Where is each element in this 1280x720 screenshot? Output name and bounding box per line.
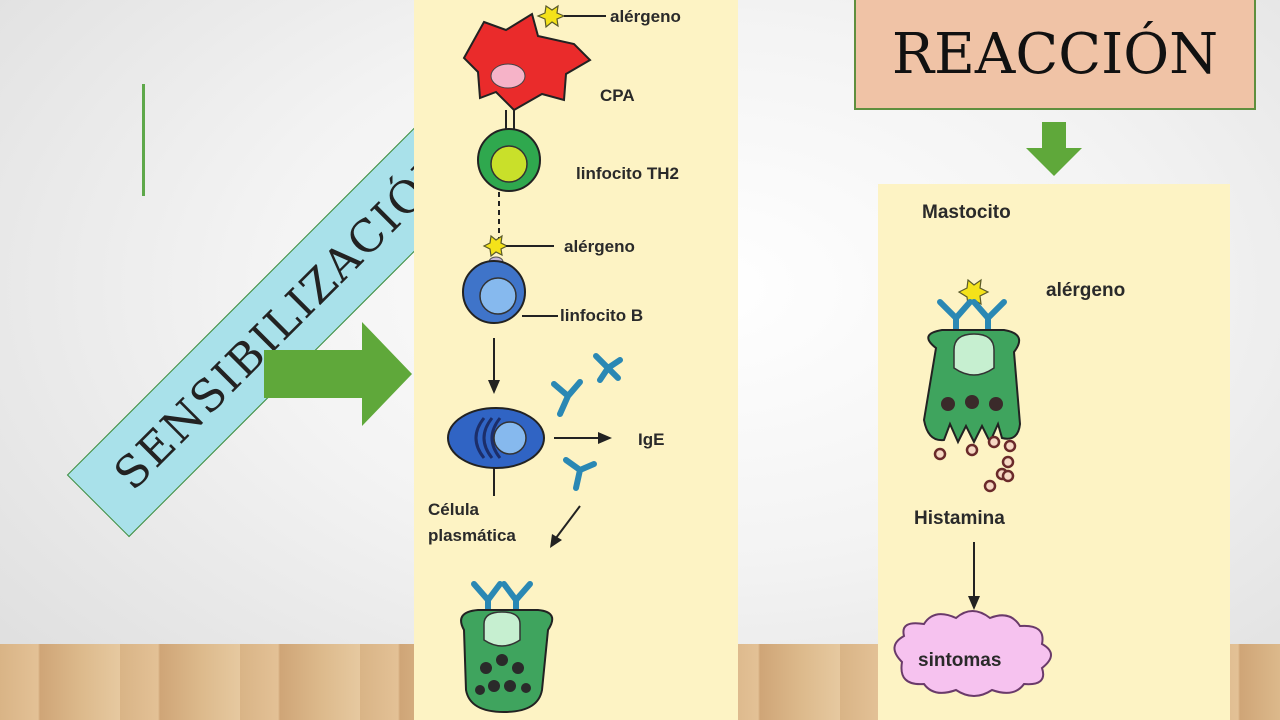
th2-label: linfocito TH2	[576, 164, 679, 183]
allergen-label: alérgeno	[610, 7, 681, 26]
allergen-icon	[957, 278, 990, 307]
symptoms-cloud-icon	[893, 610, 1052, 697]
sensitization-diagram	[414, 0, 738, 720]
accent-line	[142, 84, 145, 196]
allergen-label: alérgeno	[564, 237, 635, 256]
b-lymphocyte-label: linfocito B	[560, 306, 644, 325]
right-arrow-icon	[264, 322, 412, 426]
apc-label: CPA	[600, 86, 635, 105]
ige-label: IgE	[638, 430, 665, 449]
reaction-box: REACCIÓN	[854, 0, 1256, 110]
apc-cell-icon	[462, 12, 592, 112]
reaction-diagram-graphics	[893, 278, 1052, 697]
allergen-icon	[536, 4, 566, 29]
sensitization-diagram-graphics	[447, 4, 623, 714]
th2-lymphocyte-icon	[477, 128, 541, 192]
mast-cell-icon	[922, 329, 1022, 445]
b-lymphocyte-icon	[462, 260, 526, 324]
mast-cell-icon	[460, 581, 554, 714]
allergen-label: alérgeno	[1046, 280, 1126, 301]
mast-cell-label: Mastocito	[922, 202, 1011, 223]
plasma-cell-label: Célula	[428, 500, 480, 519]
histamine-label: Histamina	[914, 508, 1005, 529]
plasma-cell-label: plasmática	[428, 526, 516, 545]
plasma-cell-icon	[447, 407, 545, 469]
ige-antibody-icon	[551, 353, 623, 491]
symptoms-label: sintomas	[918, 650, 1002, 671]
reaction-title: REACCIÓN	[891, 21, 1219, 87]
down-arrow-icon	[1026, 122, 1082, 176]
histamine-granules	[933, 435, 1017, 493]
